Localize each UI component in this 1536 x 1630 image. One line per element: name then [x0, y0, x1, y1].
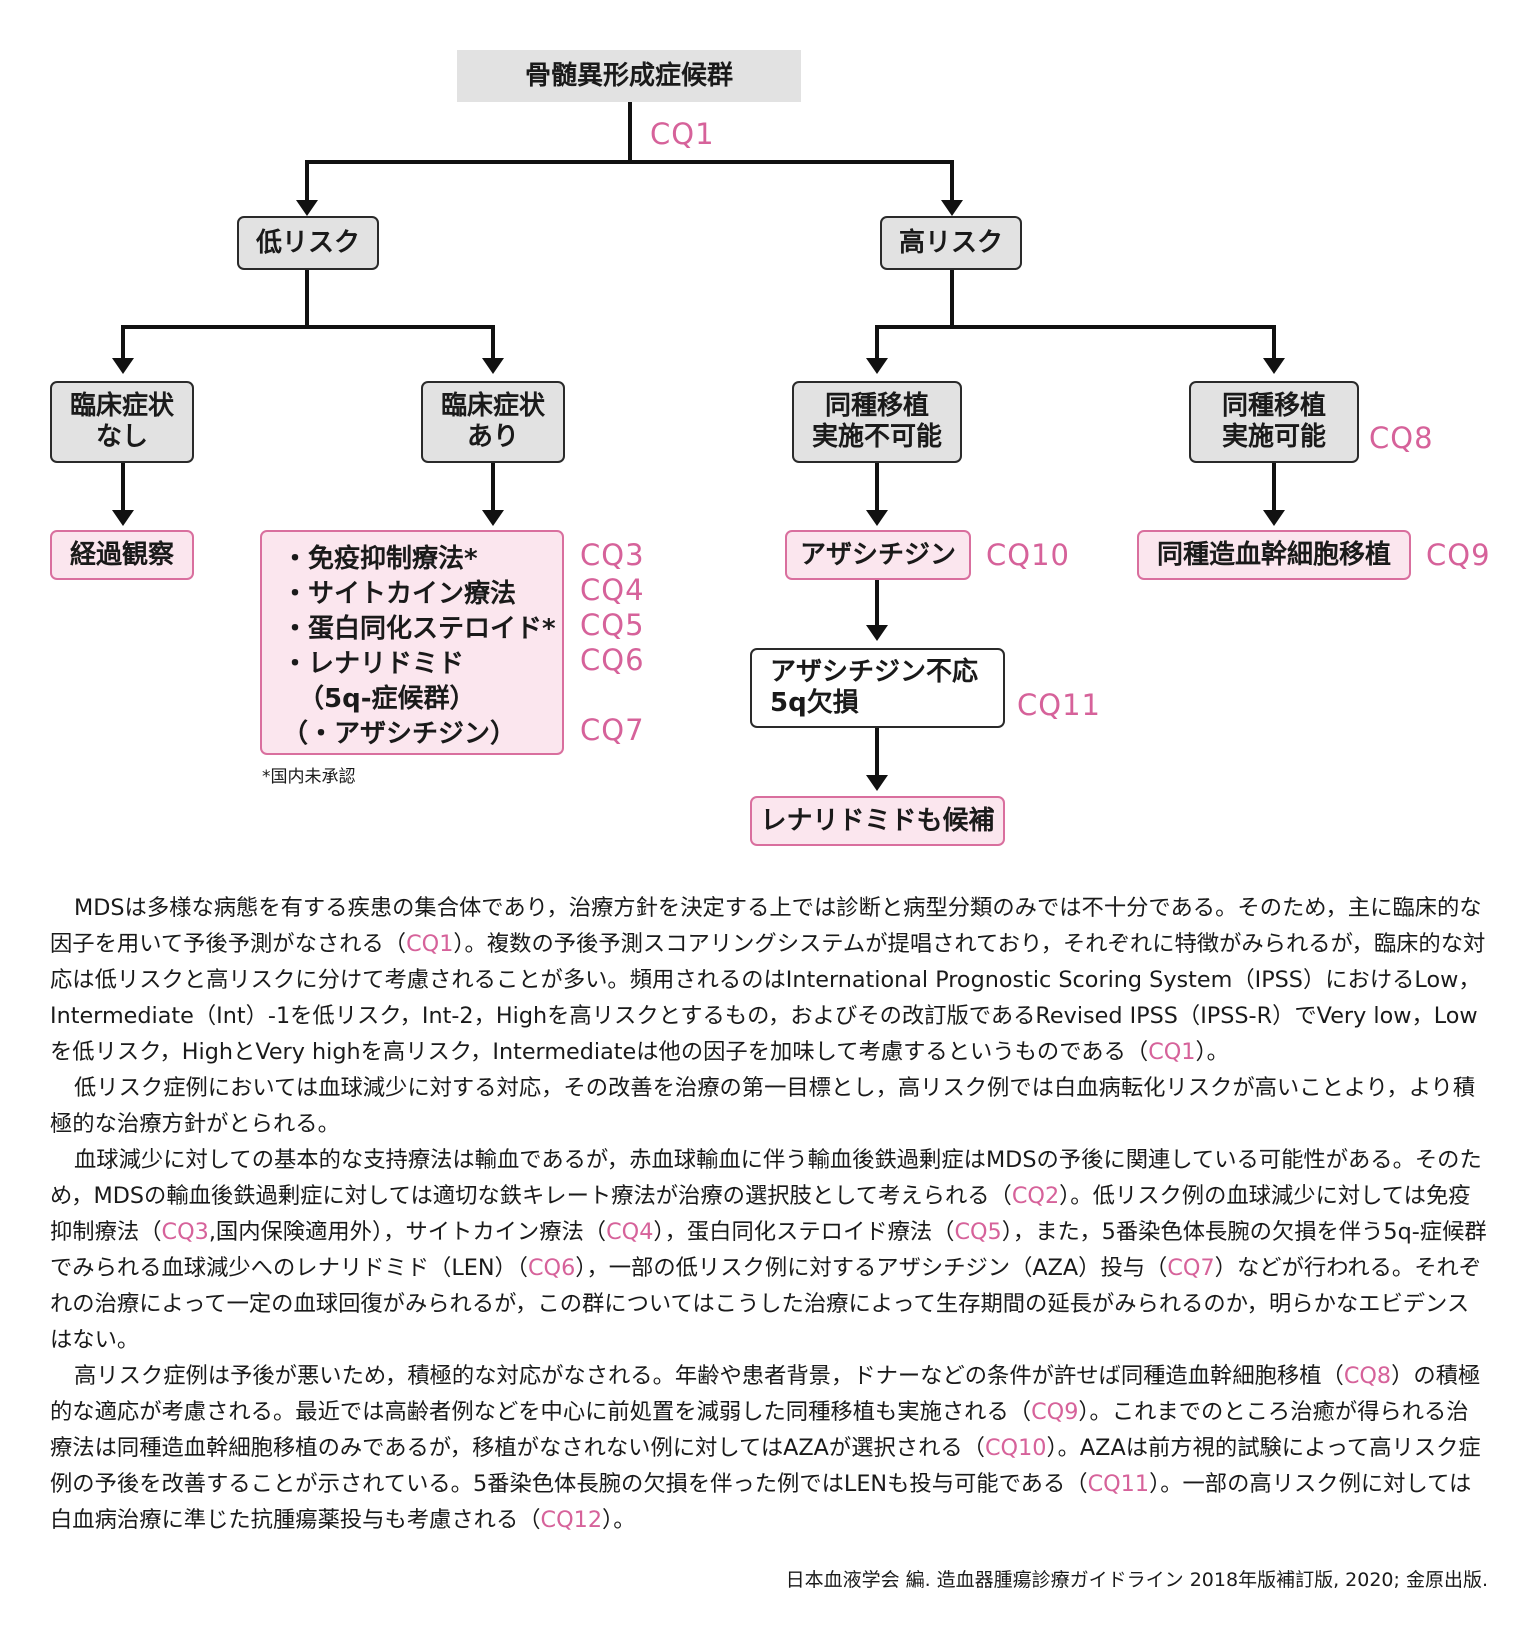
node-observe-label: 経過観察	[69, 539, 174, 570]
text-segment: 低リスク症例においては血球減少に対する対応，その改善を治療の第一目標とし，高リス…	[50, 1075, 1476, 1137]
node-treatment-list: ・免疫抑制療法* ・サイトカイン療法 ・蛋白同化ステロイド* ・レナリドミド （…	[260, 530, 564, 755]
cq-reference: CQ7	[1167, 1255, 1215, 1281]
treatment-item: ・蛋白同化ステロイド*	[282, 614, 556, 644]
text-segment: ）。複数の予後予測スコアリングシステムが提唱されており，それぞれに特徴がみられる…	[50, 931, 1486, 1065]
node-transplant-not-possible-line1: 同種移植	[824, 391, 929, 421]
node-high-risk: 高リスク	[880, 216, 1022, 270]
text-segment: ），また，5番染色体長腕の欠損を伴う5q-症候群でみられる血球減少へのレナリドミ…	[50, 1219, 1487, 1281]
cq-label-list: CQ5	[580, 608, 645, 642]
cq-reference: CQ5	[954, 1219, 1002, 1245]
node-lenalidomide-candidate-label: レナリドミドも候補	[760, 805, 995, 836]
cq-reference: CQ3	[161, 1219, 209, 1245]
connector-low-risk	[123, 270, 493, 329]
node-no-symptoms: 臨床症状 なし	[50, 381, 194, 463]
text-segment: ）。一部の高リスク例に対しては白血病治療に準じた抗腫瘍薬投与も考慮される（	[50, 1471, 1472, 1533]
cq-label-root: CQ1	[650, 117, 715, 151]
text-segment: ），一部の低リスク例に対するアザシチジン（AZA）投与（	[575, 1255, 1168, 1281]
cq-reference: CQ8	[1343, 1363, 1392, 1389]
node-mds-label: 骨髄異形成症候群	[524, 60, 733, 91]
text-segment: ）。	[602, 1507, 636, 1533]
cq-label-list: CQ3	[580, 538, 645, 572]
text-segment: ）の積極的な適応が考慮される。最近では高齢者例などを中心に前処置を減弱した同種移…	[50, 1363, 1481, 1425]
source-citation: 日本血液学会 編. 造血器腫瘍診療ガイドライン 2018年版補訂版, 2020;…	[785, 1569, 1488, 1591]
cq-reference: CQ10	[984, 1435, 1047, 1461]
node-symptoms-line2: あり	[466, 422, 519, 452]
node-hsct: 同種造血幹細胞移植	[1137, 530, 1411, 580]
node-low-risk: 低リスク	[237, 216, 379, 270]
text-segment: ）。AZAは前方視的試験によって高リスク症例の予後を改善することが示されている。…	[50, 1435, 1481, 1497]
node-low-risk-label: 低リスク	[255, 227, 360, 258]
treatment-item: ・サイトカイン療法	[282, 579, 517, 609]
footnote-unapproved: *国内未承認	[262, 767, 356, 787]
connector-root	[307, 102, 952, 164]
node-aza-failure: アザシチジン不応 5q欠損	[750, 648, 1005, 728]
node-transplant-possible-line2: 実施可能	[1221, 422, 1326, 452]
node-transplant-possible: 同種移植 実施可能	[1189, 381, 1359, 463]
node-transplant-possible-line1: 同種移植	[1221, 391, 1326, 421]
paragraph: 低リスク症例においては血球減少に対する対応，その改善を治療の第一目標とし，高リス…	[50, 1070, 1490, 1142]
cq-label-list: CQ4	[580, 573, 645, 607]
text-segment: ,国内保険適用外），サイトカイン療法（	[208, 1219, 607, 1245]
node-lenalidomide-candidate: レナリドミドも候補	[750, 796, 1005, 846]
node-mds: 骨髄異形成症候群	[457, 50, 801, 102]
node-no-symptoms-line2: なし	[95, 422, 148, 452]
cq-label-list: CQ7	[580, 713, 645, 747]
node-symptoms: 臨床症状 あり	[421, 381, 565, 463]
treatment-item: （・アザシチジン）	[282, 719, 517, 749]
cq-reference: CQ6	[527, 1255, 576, 1281]
cq-reference: CQ1	[1148, 1039, 1196, 1065]
text-segment: ）。これまでのところ治癒が得られる治療法は同種造血幹細胞移植のみであるが，移植が…	[50, 1399, 1469, 1461]
node-transplant-not-possible-line2: 実施不可能	[811, 422, 942, 452]
text-segment: MDSは多様な病態を有する疾患の集合体であり，治療方針を決定する上では診断と病型…	[50, 895, 1482, 957]
cq-label-list: CQ6	[580, 643, 645, 677]
node-no-symptoms-line1: 臨床症状	[69, 391, 174, 421]
cq-reference: CQ12	[540, 1507, 603, 1533]
text-segment: ），蛋白同化ステロイド療法（	[653, 1219, 955, 1245]
connector-high-risk	[877, 260, 1274, 329]
text-segment: ）などが行われる。それぞれの治療によって一定の血球回復がみられるが，この群につい…	[50, 1255, 1482, 1353]
text-segment: 高リスク症例は予後が悪いため，積極的な対応がなされる。年齢や患者背景，ドナーなど…	[74, 1363, 1344, 1389]
text-segment: ）。低リスク例の血球減少に対しては免疫抑制療法（	[50, 1183, 1471, 1245]
node-azacitidine: アザシチジン	[785, 530, 971, 580]
cq-label-azacitidine: CQ10	[986, 538, 1070, 572]
node-azacitidine-label: アザシチジン	[799, 539, 956, 570]
cq-reference: CQ1	[406, 931, 454, 957]
text-segment: ）。	[1195, 1039, 1229, 1065]
cq-label-hsct: CQ9	[1426, 538, 1491, 572]
node-transplant-not-possible: 同種移植 実施不可能	[792, 381, 962, 463]
flowchart-connectors	[112, 102, 1285, 791]
paragraph: 高リスク症例は予後が悪いため，積極的な対応がなされる。年齢や患者背景，ドナーなど…	[50, 1358, 1490, 1538]
treatment-item: ・免疫抑制療法*	[282, 544, 478, 574]
paragraph: 血球減少に対しての基本的な支持療法は輸血であるが，赤血球輸血に伴う輸血後鉄過剰症…	[50, 1142, 1490, 1358]
text-segment: 血球減少に対しての基本的な支持療法は輸血であるが，赤血球輸血に伴う輸血後鉄過剰症…	[50, 1147, 1482, 1209]
node-hsct-label: 同種造血幹細胞移植	[1156, 539, 1391, 570]
node-observe: 経過観察	[50, 530, 194, 580]
cq-reference: CQ2	[1011, 1183, 1060, 1209]
cq-label-aza-failure: CQ11	[1017, 688, 1101, 722]
body-text: MDSは多様な病態を有する疾患の集合体であり，治療方針を決定する上では診断と病型…	[50, 890, 1490, 1538]
cq-label-transplant-possible: CQ8	[1369, 421, 1434, 455]
node-symptoms-line1: 臨床症状	[440, 391, 545, 421]
cq-reference: CQ9	[1031, 1399, 1079, 1425]
node-high-risk-label: 高リスク	[898, 227, 1003, 258]
treatment-item: （5q-症候群）	[298, 684, 476, 714]
node-aza-failure-line2: 5q欠損	[770, 688, 859, 718]
node-aza-failure-line1: アザシチジン不応	[770, 657, 979, 687]
cq-reference: CQ4	[606, 1219, 654, 1245]
treatment-item: ・レナリドミド	[282, 649, 465, 679]
cq-reference: CQ11	[1087, 1471, 1150, 1497]
paragraph: MDSは多様な病態を有する疾患の集合体であり，治療方針を決定する上では診断と病型…	[50, 890, 1490, 1070]
